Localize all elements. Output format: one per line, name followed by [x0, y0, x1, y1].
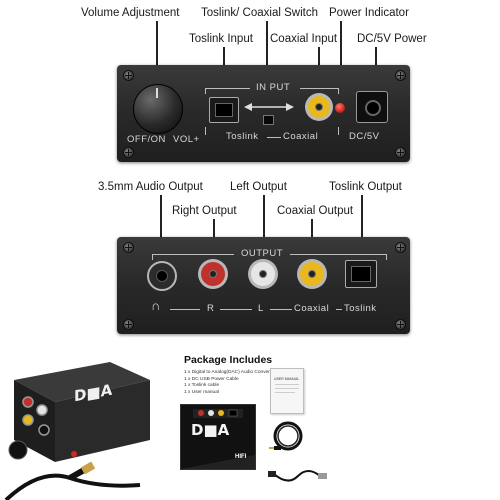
toslink-front-label: Toslink	[226, 131, 259, 142]
callout-dc-power: DC/5V Power	[357, 33, 427, 45]
toslink-cable-icon	[269, 421, 303, 451]
screw-icon	[123, 242, 134, 253]
coaxial-back-label: Coaxial	[294, 303, 330, 314]
power-led	[335, 103, 345, 113]
package-item: 1 x DC USB Power Cable	[184, 376, 239, 382]
callout-power-indicator: Power Indicator	[329, 7, 409, 19]
headphone-symbol-icon: ∩	[151, 298, 161, 313]
output-bracket-right	[290, 254, 386, 255]
toslink-output-port	[345, 260, 377, 288]
package-title: Package Includes	[184, 354, 273, 366]
callout-coaxial-output: Coaxial Output	[277, 205, 354, 217]
leader-toslink-out	[361, 195, 363, 261]
package-panel: Package Includes 1 x Digital to Analog(D…	[172, 348, 332, 498]
left-output-jack	[248, 259, 278, 289]
toslink-input-port	[209, 97, 239, 123]
leader-power-indicator	[340, 21, 342, 105]
user-manual-label: USER MANUAL	[274, 377, 300, 381]
input-bracket-right-tick	[338, 88, 339, 94]
l-label: L	[258, 303, 264, 314]
callout-toslink-input: Toslink Input	[189, 33, 253, 45]
coaxial-input-jack	[305, 93, 333, 121]
toslink-coax-divider	[267, 137, 281, 138]
screw-icon	[123, 319, 134, 330]
screw-icon	[395, 319, 406, 330]
back-silk-line-1	[170, 309, 200, 310]
product-photo-svg	[4, 362, 150, 500]
toslink-back-label: Toslink	[344, 303, 377, 314]
output-bracket-left	[152, 254, 234, 255]
coaxial-front-label: Coaxial	[283, 131, 319, 142]
package-item: 1 x Digital to Analog(DAC) Audio Convert…	[184, 370, 276, 375]
back-silk-line-2	[220, 309, 252, 310]
volume-knob-indicator	[156, 88, 158, 98]
r-label: R	[207, 303, 215, 314]
off-on-label: OFF/ON	[127, 134, 166, 145]
leader-left	[263, 195, 265, 261]
output-label: OUTPUT	[241, 248, 284, 259]
input-bracket-left-tick	[205, 88, 206, 94]
screw-icon	[395, 70, 406, 81]
callout-35mm-audio-output: 3.5mm Audio Output	[98, 181, 203, 193]
screw-icon	[395, 147, 406, 158]
right-output-jack	[198, 259, 228, 289]
coaxial-output-jack	[297, 259, 327, 289]
callout-volume-adjustment: Volume Adjustment	[81, 7, 180, 19]
output-bracket-left-tick	[152, 254, 153, 260]
package-item: 1 x User manual	[184, 389, 219, 395]
product-photo: D■A	[0, 350, 165, 500]
callout-right-output: Right Output	[172, 205, 237, 217]
screw-icon	[123, 147, 134, 158]
input-label: IN PUT	[256, 82, 291, 93]
retail-box-hifi: HIFI	[235, 454, 247, 460]
callout-left-output: Left Output	[230, 181, 287, 193]
input-bracket-left	[205, 88, 250, 89]
callout-toslink-output: Toslink Output	[329, 181, 402, 193]
headphone-jack	[147, 261, 177, 291]
retail-box-logo: D■A	[191, 421, 230, 439]
output-bracket-right-tick	[386, 254, 387, 260]
dc-power-jack	[356, 91, 388, 123]
dc-label: DC/5V	[349, 131, 380, 142]
vol-plus-label: VOL+	[173, 134, 200, 145]
user-manual: USER MANUAL	[270, 368, 304, 414]
coaxial-label-tick	[338, 127, 339, 135]
volume-knob	[133, 84, 183, 134]
usb-cable-icon	[268, 470, 327, 482]
retail-box-graphics	[181, 409, 255, 469]
callout-coaxial-input: Coaxial Input	[270, 33, 338, 45]
switch-arrows-icon	[244, 103, 294, 111]
package-item: 1 x Toslink cable	[184, 383, 220, 388]
screw-icon	[123, 70, 134, 81]
leader-volume	[156, 21, 158, 93]
screw-icon	[395, 242, 406, 253]
toslink-label-tick	[205, 127, 206, 135]
leader-35mm	[160, 195, 162, 261]
switch-slider	[263, 115, 274, 125]
callout-toslink-coaxial-switch: Toslink/ Coaxial Switch	[201, 7, 318, 19]
back-silk-line-4	[336, 309, 342, 310]
back-silk-line-3	[270, 309, 292, 310]
package-items: 1 x Digital to Analog(DAC) Audio Convert…	[184, 370, 275, 396]
input-bracket-right	[300, 88, 338, 89]
retail-box: D■A HIFI	[180, 404, 256, 470]
